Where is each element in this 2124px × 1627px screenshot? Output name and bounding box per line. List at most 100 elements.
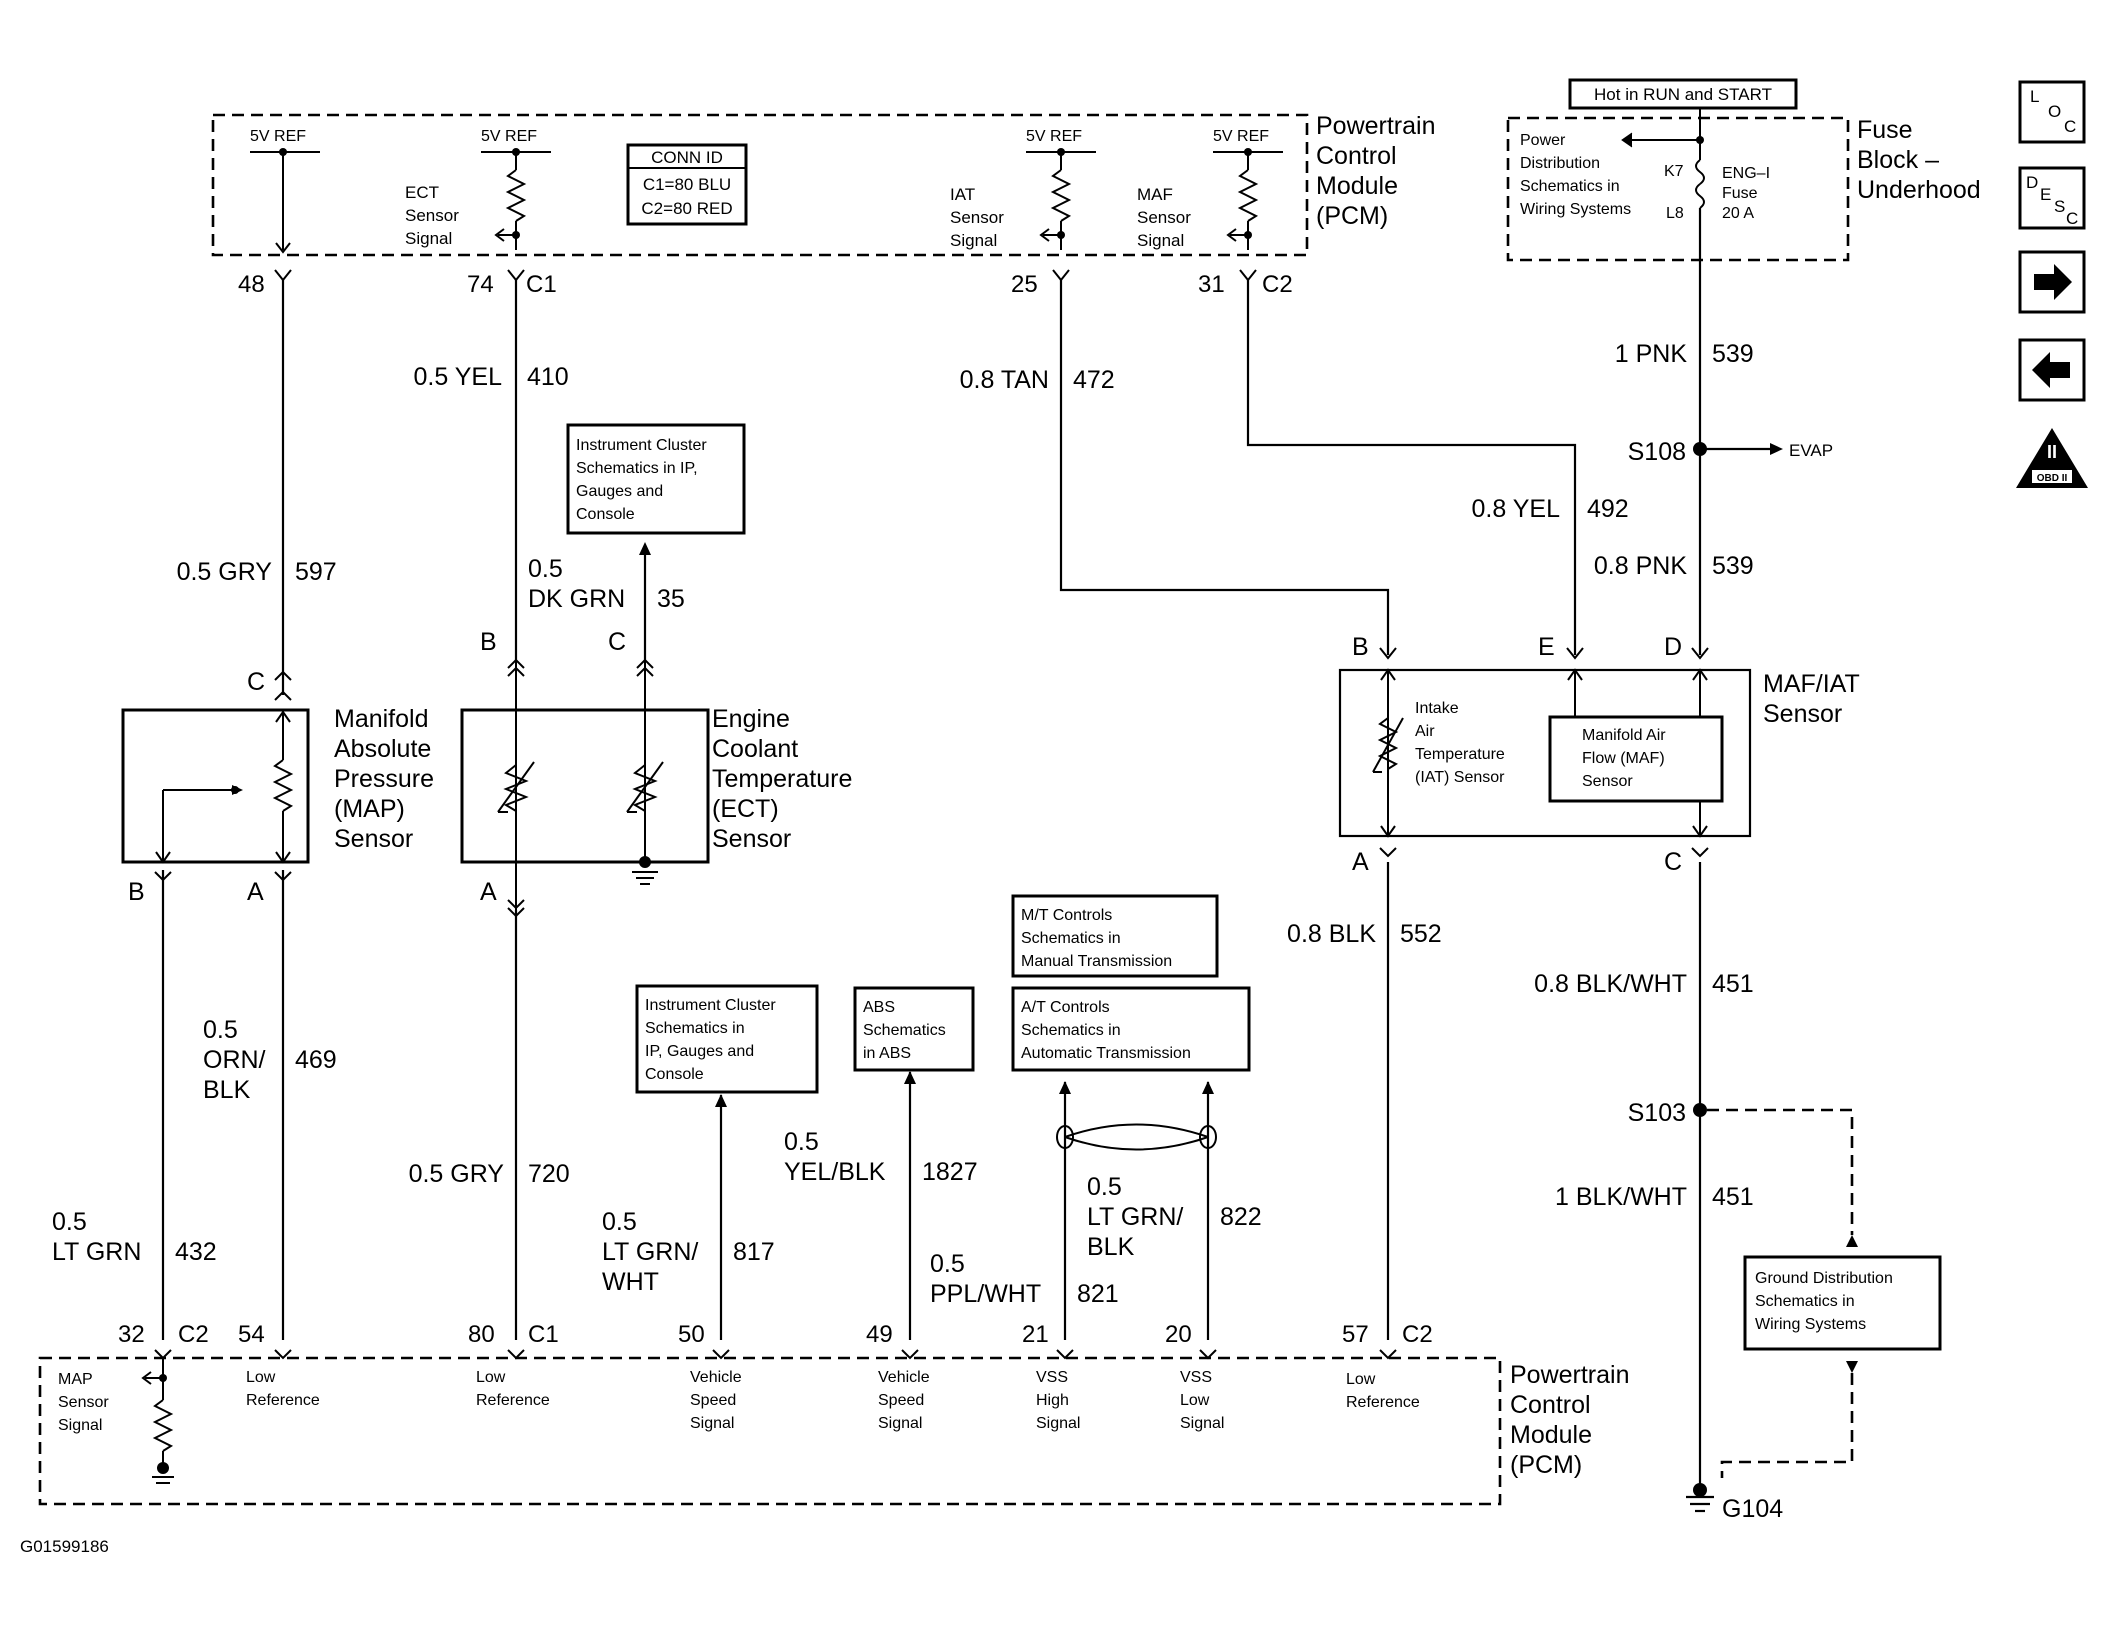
wire-451b-circuit: 451 bbox=[1712, 1183, 1754, 1211]
wire-410-circuit: 410 bbox=[527, 363, 569, 391]
ect-sensor-title-4: (ECT) bbox=[712, 795, 779, 823]
fuse-label-3: 20 A bbox=[1722, 205, 1754, 222]
pin-31: 31 bbox=[1198, 271, 1225, 298]
ect-pin-b: B bbox=[480, 628, 497, 656]
vss-low-2: Low bbox=[1180, 1392, 1210, 1409]
nav-desc-c: C bbox=[2066, 209, 2078, 228]
ref-instrument-cluster-bottom: Instrument Cluster Schematics in IP, Gau… bbox=[635, 984, 819, 1094]
conn-c1: C1=80 BLU bbox=[643, 175, 731, 194]
connector-c2-bottom-b: C2 bbox=[1402, 1321, 1433, 1348]
ref-ic-bottom-2: Schematics in bbox=[645, 1020, 745, 1037]
wire-469-gauge-1: 0.5 bbox=[203, 1016, 238, 1044]
ref-5v-label: 5V REF bbox=[250, 128, 306, 145]
wire-720-gauge: 0.5 GRY bbox=[409, 1160, 505, 1188]
ref-ground-distribution: Ground Distribution Schematics in Wiring… bbox=[1743, 1255, 1942, 1351]
ref-ic-bottom-1: Instrument Cluster bbox=[645, 997, 776, 1014]
map-sensor-title-3: Pressure bbox=[334, 765, 434, 793]
fuse-block-title-1: Fuse bbox=[1857, 116, 1913, 144]
maf-label-2: Flow (MAF) bbox=[1582, 750, 1665, 767]
wire-552-gauge: 0.8 BLK bbox=[1287, 920, 1376, 948]
ect-sensor: Engine Coolant Temperature (ECT) Sensor … bbox=[460, 628, 852, 918]
vss-50-3: Signal bbox=[690, 1415, 734, 1432]
vss-high-3: Signal bbox=[1036, 1415, 1080, 1432]
wire-410-gauge: 0.5 YEL bbox=[413, 363, 502, 391]
wire-472-gauge: 0.8 TAN bbox=[960, 366, 1049, 394]
iat-label-4: (IAT) Sensor bbox=[1415, 769, 1505, 786]
nav-next-button[interactable] bbox=[2018, 250, 2086, 314]
connector-c1-bottom: C1 bbox=[528, 1321, 559, 1348]
wire-1827-gauge-2: YEL/BLK bbox=[784, 1158, 886, 1186]
vss-49-3: Signal bbox=[878, 1415, 922, 1432]
pcm-top-title-4: (PCM) bbox=[1316, 202, 1388, 230]
fuse-block-title-3: Underhood bbox=[1857, 176, 1981, 204]
wire-539a-gauge: 1 PNK bbox=[1615, 340, 1688, 368]
ref-ic-top-2: Schematics in IP, bbox=[576, 460, 698, 477]
fuse-label-2: Fuse bbox=[1722, 185, 1758, 202]
nav-loc-c: C bbox=[2064, 117, 2076, 136]
wire-432-circuit: 432 bbox=[175, 1238, 217, 1266]
nav-loc-o: O bbox=[2048, 102, 2061, 121]
ref-mt-2: Schematics in bbox=[1021, 930, 1121, 947]
wire-821-gauge-1: 0.5 bbox=[930, 1250, 965, 1278]
wire-539b-circuit: 539 bbox=[1712, 552, 1754, 580]
wire-822-circuit: 822 bbox=[1220, 1203, 1262, 1231]
evap-label: EVAP bbox=[1789, 441, 1833, 460]
wire-paths bbox=[161, 270, 1858, 1513]
pin-49: 49 bbox=[866, 1321, 893, 1348]
wire-720-circuit: 720 bbox=[528, 1160, 570, 1188]
wire-492-circuit: 492 bbox=[1587, 495, 1629, 523]
ect-signal-label-3: Signal bbox=[405, 229, 452, 248]
vss-50-1: Vehicle bbox=[690, 1369, 742, 1386]
maf-iat-sensor: Intake Air Temperature (IAT) Sensor Mani… bbox=[1338, 633, 1860, 876]
map-pin-a: A bbox=[247, 878, 264, 906]
wire-821-circuit: 821 bbox=[1077, 1280, 1119, 1308]
ect-sensor-title-5: Sensor bbox=[712, 825, 791, 853]
wire-451a-circuit: 451 bbox=[1712, 970, 1754, 998]
ref-abs-2: Schematics bbox=[863, 1022, 946, 1039]
low-ref-54-1: Low bbox=[246, 1369, 276, 1386]
maf-iat-pin-d: D bbox=[1664, 633, 1682, 661]
wire-1827-circuit: 1827 bbox=[922, 1158, 978, 1186]
vss-low-1: VSS bbox=[1180, 1369, 1212, 1386]
nav-loc-l: L bbox=[2030, 87, 2039, 106]
ref-at-3: Automatic Transmission bbox=[1021, 1045, 1191, 1062]
low-ref-57-2: Reference bbox=[1346, 1394, 1420, 1411]
wire-451b-gauge: 1 BLK/WHT bbox=[1555, 1183, 1687, 1211]
pcm-bottom-title-3: Module bbox=[1510, 1421, 1592, 1449]
ref-at-1: A/T Controls bbox=[1021, 999, 1110, 1016]
low-ref-80-1: Low bbox=[476, 1369, 506, 1386]
iat-label-1: Intake bbox=[1415, 700, 1459, 717]
arrow-left-icon bbox=[2032, 352, 2070, 388]
iat-signal-label-3: Signal bbox=[950, 231, 997, 250]
map-sensor: Manifold Absolute Pressure (MAP) Sensor … bbox=[121, 668, 434, 906]
ref-mt-3: Manual Transmission bbox=[1021, 953, 1172, 970]
pin-54: 54 bbox=[238, 1321, 265, 1348]
pin-74: 74 bbox=[467, 271, 494, 298]
maf-signal-label-3: Signal bbox=[1137, 231, 1184, 250]
wire-469-circuit: 469 bbox=[295, 1046, 337, 1074]
wire-labels: 0.5 GRY 597 0.5 YEL 410 0.5 DK GRN 35 0.… bbox=[52, 340, 1833, 1523]
pin-57: 57 bbox=[1342, 1321, 1369, 1348]
pcm-bottom-module: Powertrain Control Module (PCM) 32 C2 54… bbox=[38, 1321, 1630, 1506]
ref-abs: ABS Schematics in ABS bbox=[853, 986, 975, 1072]
pcm-bottom-title-1: Powertrain bbox=[1510, 1361, 1630, 1389]
nav-loc-button[interactable]: L O C bbox=[2018, 80, 2086, 144]
wire-817-gauge-1: 0.5 bbox=[602, 1208, 637, 1236]
map-pin-c: C bbox=[247, 668, 265, 696]
ref-mt-1: M/T Controls bbox=[1021, 907, 1112, 924]
fuse-block-title-2: Block – bbox=[1857, 146, 1939, 174]
ect-signal-label-2: Sensor bbox=[405, 206, 459, 225]
wire-817-gauge-3: WHT bbox=[602, 1268, 659, 1296]
connector-c2-bottom-a: C2 bbox=[178, 1321, 209, 1348]
low-ref-54-2: Reference bbox=[246, 1392, 320, 1409]
nav-desc-button[interactable]: D E S C bbox=[2018, 166, 2086, 230]
wire-822-gauge-3: BLK bbox=[1087, 1233, 1135, 1261]
nav-back-button[interactable] bbox=[2018, 338, 2086, 402]
wire-597-circuit: 597 bbox=[295, 558, 337, 586]
ect-sensor-title-3: Temperature bbox=[712, 765, 852, 793]
iat-label-3: Temperature bbox=[1415, 746, 1505, 763]
obd2-button[interactable]: II OBD II bbox=[2016, 428, 2088, 488]
ref-5v-label: 5V REF bbox=[481, 128, 537, 145]
wire-822-gauge-2: LT GRN/ bbox=[1087, 1203, 1183, 1231]
pin-32: 32 bbox=[118, 1321, 145, 1348]
